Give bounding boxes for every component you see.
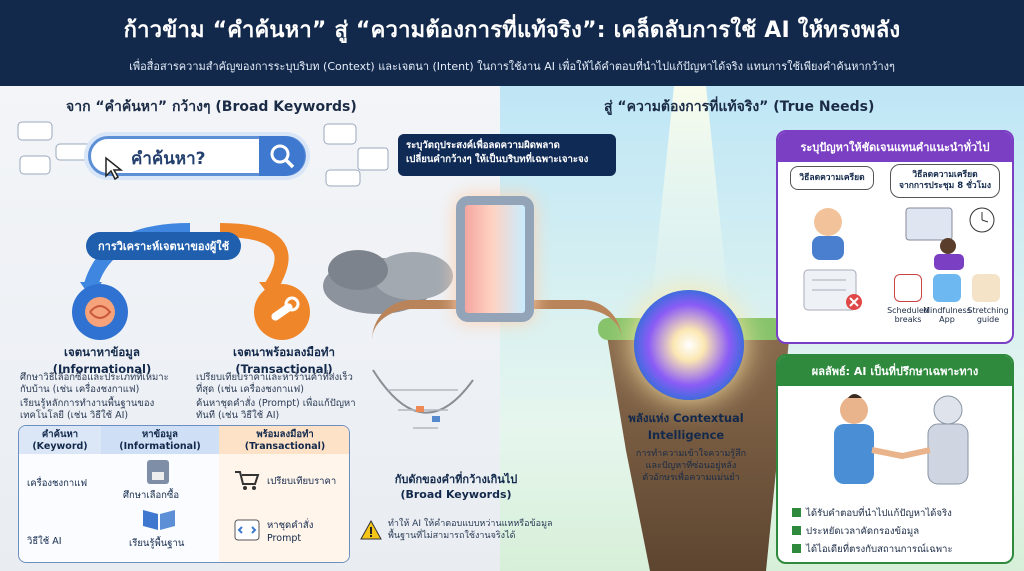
check-icon	[792, 508, 801, 517]
doc-icons-cluster	[323, 123, 389, 187]
app-label: Stretching guide	[967, 306, 1009, 324]
calendar-icon	[894, 274, 922, 302]
app-label: Mindfulness App	[923, 306, 971, 324]
left-section-title: จาก “คำค้นหา” กว้างๆ (Broad Keywords)	[66, 99, 357, 115]
informational-bullets: ศึกษาวิธีเลือกซื้อและประเภทที่เหมาะกับบ้…	[20, 372, 180, 422]
handshake-icon	[834, 394, 969, 485]
cursor-icon	[105, 156, 124, 181]
code-window-icon	[234, 519, 260, 541]
stressed-person-icon	[803, 208, 862, 311]
table-header-trans: พร้อมลงมือทำ (Transactional)	[219, 426, 349, 454]
mindfulness-app-icon	[933, 274, 961, 302]
transactional-title: เจตนาพร้อมลงมือทำ (Transactional)	[233, 345, 335, 376]
table-row-trans: เปรียบเทียบราคา	[267, 476, 337, 487]
trap-title: กับดักของคำที่กว้างเกินไป (Broad Keyword…	[394, 473, 518, 501]
check-icon	[792, 526, 801, 535]
shopping-cart-icon	[235, 471, 260, 490]
search-bar[interactable]: คำค้นหา?	[88, 136, 306, 176]
app-label: Scheduled breaks	[887, 306, 929, 324]
transactional-bullets: เปรียบเทียบราคาและหาร้านค้าที่ส่งเร็วที่…	[196, 372, 356, 422]
right-section-title: สู่ “ความต้องการที่แท้จริง” (True Needs)	[604, 99, 875, 115]
card1-title: ระบุปัญหาให้ชัดเจนแทนคำแนะนำทั่วไป	[778, 132, 1012, 162]
search-icon	[270, 144, 295, 169]
intent-analysis-pill: การวิเคราะห์เจตนาของผู้ใช้	[86, 232, 242, 260]
table-row-info: ศึกษาเลือกซื้อ	[123, 490, 180, 501]
meeting-person-icon	[905, 207, 995, 270]
card2-title: ผลลัพธ์: AI เป็นที่ปรึกษาเฉพาะทาง	[778, 356, 1012, 386]
table-header-keyword: คำค้นหา (Keyword)	[19, 426, 101, 454]
warning-icon	[360, 520, 382, 540]
stretching-icon	[972, 274, 1000, 302]
wrench-hand-icon	[254, 284, 310, 340]
portal-gate	[456, 196, 534, 322]
check-item: ประหยัดเวลาคัดกรองข้อมูล	[792, 524, 919, 539]
check-item: ได้รับคำตอบที่นำไปแก้ปัญหาได้จริง	[792, 506, 952, 521]
table-row-trans: หาชุดคำสั่ง Prompt	[267, 520, 314, 544]
transactional-bullet: ค้นหาชุดคำสั่ง (Prompt) เพื่อแก้ปัญหาทัน…	[196, 398, 356, 421]
check-text: ได้รับคำตอบที่นำไปแก้ปัญหาได้จริง	[806, 508, 952, 519]
check-icon	[792, 544, 801, 553]
orb-title: พลังแห่ง Contextual Intelligence	[628, 411, 744, 442]
ai-network-orb	[634, 290, 744, 400]
center-callout: ระบุวัตถุประสงค์เพื่อลดความผิดพลาด เปลี่…	[398, 134, 616, 176]
net-icon	[372, 369, 474, 429]
table-row-keyword: วิธีใช้ AI	[27, 536, 62, 547]
page-title: ก้าวข้าม “คำค้นหา” สู่ “ความต้องการที่แท…	[123, 18, 901, 43]
table-row-keyword: เครื่องชงกาแฟ	[27, 478, 88, 489]
brain-icon	[72, 284, 128, 340]
coffee-machine-icon	[147, 460, 169, 484]
bubble-specific: วิธีลดความเครียด จากการประชุม 8 ชั่วโมง	[890, 164, 1000, 198]
informational-bullet: เรียนรู้หลักการทำงานพื้นฐานของเทคโนโลยี …	[20, 398, 155, 421]
orb-text: การทำความเข้าใจความรู้สึก และปัญหาที่ซ่อ…	[635, 449, 747, 483]
keyword-intent-table: คำค้นหา (Keyword) หาข้อมูล (Informationa…	[18, 425, 350, 563]
callout-text: ระบุวัตถุประสงค์เพื่อลดความผิดพลาด เปลี่…	[406, 140, 589, 165]
check-item: ได้ไอเดียที่ตรงกับสถานการณ์เฉพาะ	[792, 542, 953, 557]
search-query-text: คำค้นหา?	[131, 149, 206, 169]
transactional-bullet: เปรียบเทียบราคาและหาร้านค้าที่ส่งเร็วที่…	[196, 372, 353, 395]
ai-consultant-card: ผลลัพธ์: AI เป็นที่ปรึกษาเฉพาะทาง ได้รับ…	[776, 354, 1014, 564]
informational-bullet: ศึกษาวิธีเลือกซื้อและประเภทที่เหมาะกับบ้…	[20, 372, 169, 395]
table-row-info: เรียนรู้พื้นฐาน	[129, 538, 185, 549]
header-banner: ก้าวข้าม “คำค้นหา” สู่ “ความต้องการที่แท…	[0, 0, 1024, 86]
page-subtitle: เพื่อสื่อสารความสำคัญของการระบุบริบท (Co…	[129, 60, 895, 73]
check-text: ประหยัดเวลาคัดกรองข้อมูล	[806, 526, 920, 537]
informational-title: เจตนาหาข้อมูล (Informational)	[52, 345, 152, 376]
book-icon	[143, 510, 175, 530]
table-header-info: หาข้อมูล (Informational)	[101, 426, 219, 454]
clarify-problem-card: ระบุปัญหาให้ชัดเจนแทนคำแนะนำทั่วไป วิธีล…	[776, 130, 1014, 344]
check-text: ได้ไอเดียที่ตรงกับสถานการณ์เฉพาะ	[806, 544, 953, 555]
trap-text: ทำให้ AI ให้คำตอบแบบหว่านแหหรือข้อมูลพื้…	[388, 519, 553, 541]
bubble-generic: วิธีลดความเครียด	[790, 166, 874, 190]
search-button[interactable]	[259, 136, 305, 176]
